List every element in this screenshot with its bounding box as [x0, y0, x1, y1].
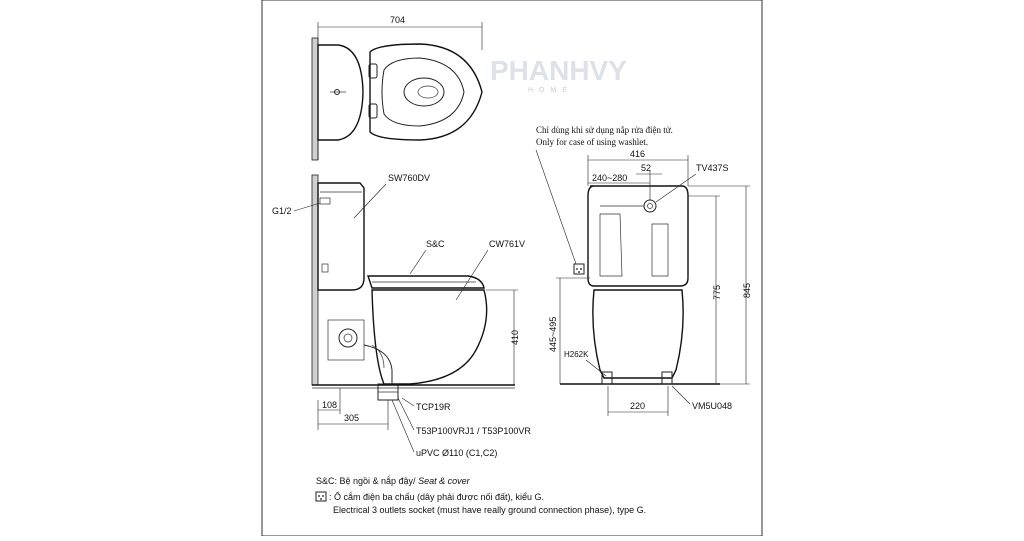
- top-view: 704: [311, 15, 483, 161]
- hose-model-label: H262K: [564, 350, 589, 359]
- tank-lid-top: [317, 44, 364, 141]
- pipe-spec-label: uPVC Ø110 (C1,C2): [416, 448, 497, 458]
- legend-sc: S&C: Bệ ngồi & nắp đậy/ Seat & cover: [316, 476, 471, 486]
- side-view-wall: [311, 174, 319, 386]
- inlet-label: G1/2: [272, 206, 292, 216]
- foot-dim: 220: [630, 401, 645, 411]
- valve-range-dim: 240~280: [592, 173, 627, 183]
- seat-label: S&C: [426, 239, 445, 249]
- front-width-dim: 416: [630, 149, 645, 159]
- top-width-dim: 704: [390, 15, 405, 25]
- flange-model-label: TCP19R: [416, 402, 451, 412]
- tank-model-label: SW760DV: [388, 173, 430, 183]
- legend-socket-en: Electrical 3 outlets socket (must have r…: [333, 505, 646, 515]
- top-view-wall: [311, 37, 319, 161]
- electrical-socket-icon: [573, 263, 585, 275]
- rough-in-dim: 305: [344, 413, 359, 423]
- legend-socket-vi: : Ổ cắm điện ba chấu (dây phải được nối …: [329, 491, 544, 502]
- bowl-model-label: CW761V: [489, 239, 525, 249]
- legend-sc-english: Seat & cover: [418, 476, 471, 486]
- washlet-note-vi: Chỉ dùng khi sử dụng nắp rửa điện tử.: [536, 125, 673, 135]
- bowl-side: [371, 289, 488, 385]
- watermark-brand: PHANHVY: [490, 55, 627, 86]
- tank-front: [587, 185, 689, 287]
- wall-offset-dim: 108: [322, 400, 337, 410]
- bowl-height-dim: 410: [510, 330, 520, 345]
- valve-offset-dim: 52: [641, 163, 651, 173]
- legend-sc-prefix: S&C: Bệ ngồi & nắp đậy/: [316, 476, 416, 486]
- seat-outline-top: [369, 43, 483, 141]
- watermark-sub: HOME: [528, 87, 573, 94]
- bowl-opening: [403, 77, 445, 107]
- legend-socket-icon: [315, 491, 327, 502]
- side-view: G1/2 SW760DV S&C CW761V 410 108 305 TCP1…: [272, 173, 531, 458]
- tank-side: [317, 182, 365, 291]
- legend: S&C: Bệ ngồi & nắp đậy/ Seat & cover : Ổ…: [315, 476, 646, 515]
- front-view: Chỉ dùng khi sử dụng nắp rửa điện tử. On…: [535, 125, 752, 416]
- adapter-models-label: T53P100VRJ1 / T53P100VR: [416, 426, 531, 436]
- washlet-note-en: Only for case of using washlet.: [536, 137, 648, 147]
- valve-model-label: TV437S: [696, 163, 729, 173]
- socket-height-dim: 445~495: [548, 317, 558, 352]
- bowl-front: [592, 289, 684, 379]
- total-height-dim: 845: [742, 283, 752, 298]
- tank-height-dim: 775: [712, 285, 722, 300]
- bolt-model-label: VM5U048: [692, 401, 732, 411]
